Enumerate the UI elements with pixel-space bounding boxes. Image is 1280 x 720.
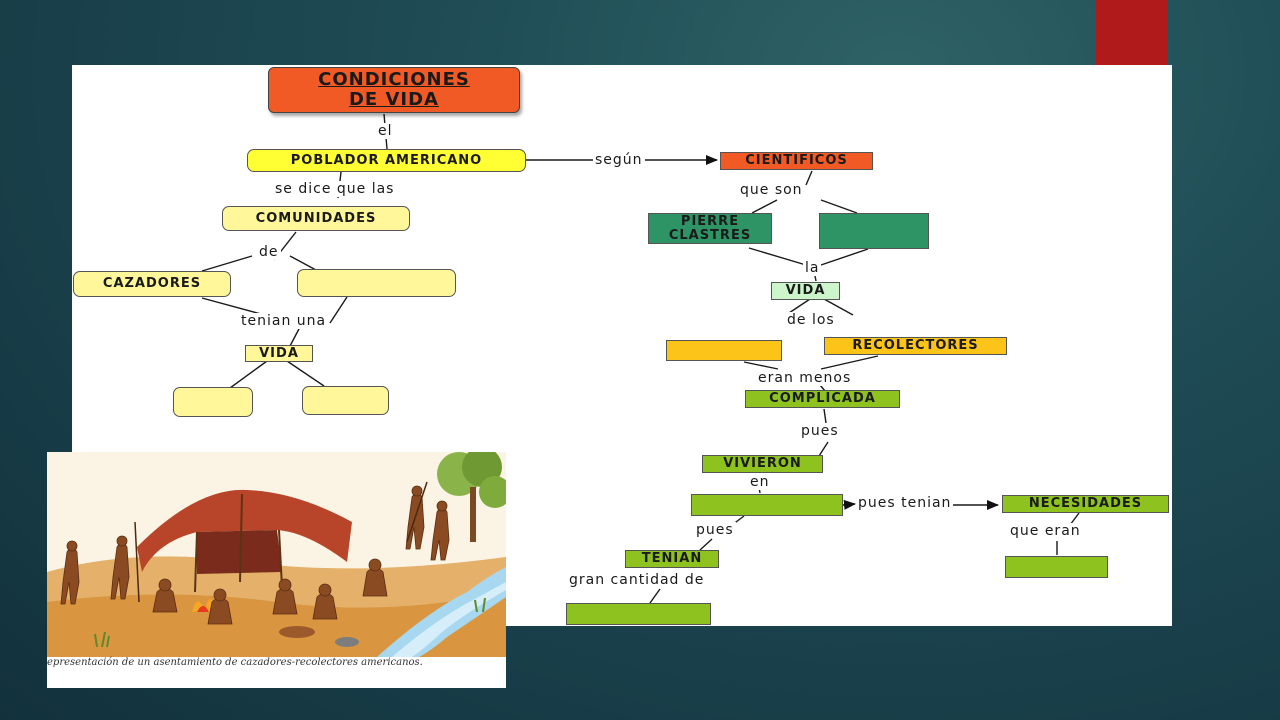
settlement-illustration: epresentación de un asentamiento de caza… (47, 452, 506, 688)
node-pierre-clastres: PIERRE CLASTRES (648, 213, 772, 244)
node-necesidades: NECESIDADES (1002, 495, 1169, 513)
link-label-gran-cantidad: gran cantidad de (567, 572, 707, 588)
node-label: COMUNIDADES (255, 210, 377, 226)
title-line-2: DE VIDA (348, 89, 439, 110)
node-empty-recolectores-left (297, 269, 456, 297)
title-node: CONDICIONES DE VIDA (268, 67, 520, 113)
node-label: RECOLECTORES (852, 338, 979, 353)
node-label: POBLADOR AMERICANO (290, 152, 483, 168)
node-empty-cazadores-right (666, 340, 782, 361)
node-empty-necesidades (1005, 556, 1108, 578)
node-complicada: COMPLICADA (745, 390, 900, 408)
link-label-la: la (803, 260, 822, 276)
link-label-pues-1: pues (799, 423, 841, 439)
node-cazadores: CAZADORES (73, 271, 231, 297)
link-label-pues-tenian: pues tenian (856, 495, 954, 511)
node-label: CIENTIFICOS (745, 153, 848, 168)
link-label-pues-2: pues (694, 522, 736, 538)
link-label-se-dice: se dice que las (273, 181, 397, 197)
node-empty-left-2 (302, 386, 389, 415)
node-label: COMPLICADA (769, 391, 876, 406)
node-label: TENIAN (641, 551, 703, 566)
title-line-1: CONDICIONES (318, 69, 470, 90)
link-label-el: el (376, 123, 395, 139)
red-accent-bar (1096, 0, 1168, 66)
node-empty-cantidad (566, 603, 711, 625)
link-label-segun: según (593, 152, 645, 168)
node-vida-right: VIDA (771, 282, 840, 300)
node-poblador-americano: POBLADOR AMERICANO (247, 149, 526, 172)
node-vivieron: VIVIERON (702, 455, 823, 473)
node-empty-scientist (819, 213, 929, 249)
link-label-que-eran: que eran (1008, 523, 1083, 539)
node-label: VIDA (259, 345, 299, 361)
node-label: CAZADORES (102, 276, 202, 291)
node-label-line-1: PIERRE (680, 213, 740, 229)
link-label-tenian-una: tenian una (239, 313, 329, 329)
link-label-de: de (257, 244, 281, 260)
hunter-gatherer-settlement-drawing (47, 452, 506, 657)
node-tenian: TENIAN (625, 550, 719, 568)
node-recolectores: RECOLECTORES (824, 337, 1007, 355)
link-label-de-los: de los (785, 312, 837, 328)
photo-caption: epresentación de un asentamiento de caza… (47, 657, 423, 668)
node-empty-habitat (691, 494, 843, 516)
node-label-line-2: CLASTRES (668, 227, 752, 243)
node-comunidades: COMUNIDADES (222, 206, 410, 231)
link-label-que-son: que son (738, 182, 805, 198)
node-label: VIVIERON (723, 456, 802, 471)
node-empty-left-1 (173, 387, 253, 417)
link-label-eran-menos: eran menos (756, 370, 854, 386)
node-cientificos: CIENTIFICOS (720, 152, 873, 170)
node-label: VIDA (785, 283, 826, 298)
node-vida-left: VIDA (245, 345, 313, 362)
link-label-en: en (748, 474, 772, 490)
node-label: NECESIDADES (1028, 496, 1143, 511)
